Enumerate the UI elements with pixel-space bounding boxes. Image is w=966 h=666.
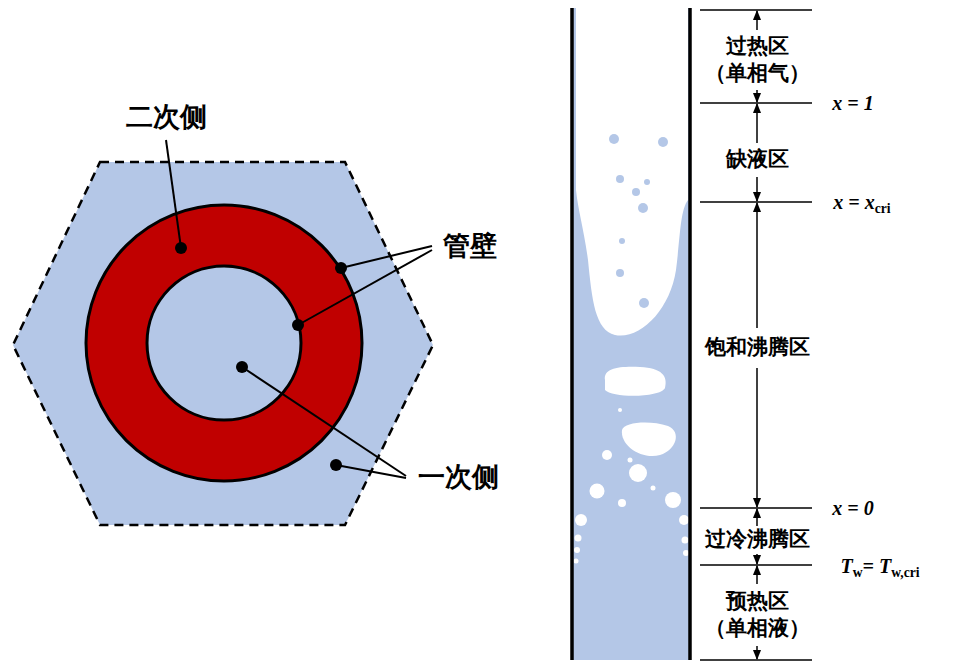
subscript-text: w bbox=[853, 565, 863, 580]
label-text: 预热区 （单相液） bbox=[705, 589, 810, 640]
label-text: x = 1 bbox=[832, 92, 873, 114]
hexagon-cell bbox=[13, 162, 433, 525]
label-text: 过冷沸腾区 bbox=[705, 527, 810, 551]
leader-dots bbox=[175, 242, 347, 471]
subscript-text: cri bbox=[875, 201, 891, 216]
label-text: T bbox=[841, 555, 853, 577]
boundary-label: x = 1 bbox=[832, 90, 873, 116]
label-text: x = 0 bbox=[832, 497, 873, 519]
label-text: 管壁 bbox=[443, 231, 497, 261]
tube-wall-ring bbox=[86, 205, 362, 481]
label-text: 过热区 （单相气） bbox=[705, 34, 810, 85]
zone-boundaries bbox=[700, 10, 812, 660]
boundary-label: Tw= Tw,cri bbox=[841, 553, 920, 582]
label-text: 缺液区 bbox=[726, 147, 789, 171]
label-text: = T bbox=[863, 555, 892, 577]
part-label: 二次侧 bbox=[126, 100, 207, 135]
boundary-label: x = 0 bbox=[832, 495, 873, 521]
boundary-label: x = xcri bbox=[833, 189, 890, 218]
tube-wall-right bbox=[688, 8, 692, 660]
tube-liquid bbox=[572, 8, 690, 660]
zone-label: 过热区 （单相气） bbox=[701, 33, 813, 88]
droplets bbox=[609, 134, 668, 308]
zone-label: 过冷沸腾区 bbox=[705, 526, 810, 553]
zone-label: 缺液区 bbox=[726, 146, 789, 173]
zone-label: 预热区 （单相液） bbox=[701, 588, 813, 643]
vapor bbox=[574, 8, 690, 564]
zone-label: 饱和沸腾区 bbox=[705, 334, 810, 361]
subscript-text: w,cri bbox=[891, 565, 919, 580]
part-label: 一次侧 bbox=[418, 460, 499, 495]
zone-arrows bbox=[756, 11, 758, 659]
label-text: x = x bbox=[833, 191, 874, 213]
tube-inner bbox=[147, 266, 301, 420]
tube-wall-left bbox=[570, 8, 574, 660]
leader-lines bbox=[166, 140, 432, 478]
label-text: 一次侧 bbox=[418, 462, 499, 492]
label-text: 二次侧 bbox=[126, 102, 207, 132]
part-label: 管壁 bbox=[443, 229, 497, 264]
label-text: 饱和沸腾区 bbox=[705, 335, 810, 359]
